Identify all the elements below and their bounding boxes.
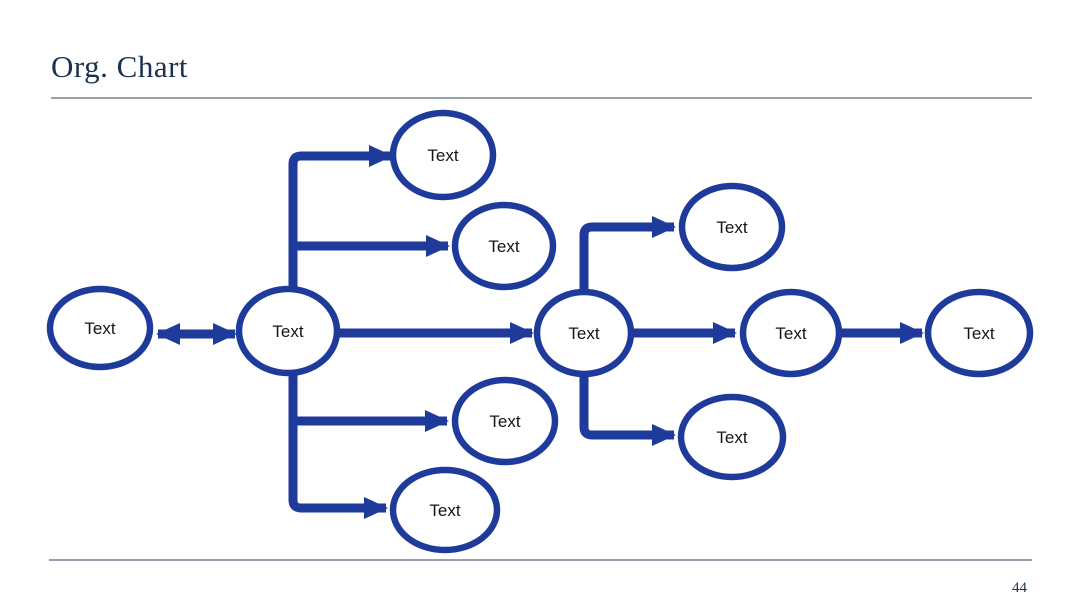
org-node-label: Text — [488, 237, 519, 256]
footer-divider-line — [49, 559, 1032, 561]
connector-hub2-right-up — [579, 216, 676, 296]
org-node-label: Text — [963, 324, 994, 343]
org-node-far-right: Text — [924, 288, 1034, 378]
org-node-label: Text — [716, 428, 747, 447]
org-node-label: Text — [489, 412, 520, 431]
org-node-shape — [677, 393, 787, 481]
org-node-hub2: Text — [533, 288, 635, 378]
org-node-shape — [389, 109, 497, 201]
connector-hub1-top — [288, 145, 393, 293]
page-number: 44 — [1012, 580, 1027, 596]
org-node-label: Text — [427, 146, 458, 165]
org-node-upper-mid: Text — [451, 201, 557, 291]
org-node-shape — [533, 288, 635, 378]
org-node-lower-mid: Text — [451, 376, 559, 466]
org-node-right-up: Text — [678, 182, 786, 272]
org-node-shape — [235, 285, 341, 377]
org-node-bottom: Text — [389, 466, 501, 554]
org-node-shape — [678, 182, 786, 272]
title-divider-line — [51, 97, 1032, 99]
org-node-label: Text — [716, 218, 747, 237]
page-title: Org. Chart — [51, 49, 189, 84]
connector-hub1-bottom — [288, 369, 388, 519]
org-node-label: Text — [272, 322, 303, 341]
org-node-shape — [451, 376, 559, 466]
org-node-label: Text — [568, 324, 599, 343]
connector-hub2-right-down — [579, 370, 676, 446]
org-node-shape — [389, 466, 501, 554]
org-node-right-down: Text — [677, 393, 787, 481]
org-node-shape — [451, 201, 557, 291]
org-node-shape — [924, 288, 1034, 378]
org-node-shape — [46, 285, 154, 371]
org-node-root: Text — [46, 285, 154, 371]
org-node-label: Text — [84, 319, 115, 338]
org-node-label: Text — [429, 501, 460, 520]
connectors — [156, 145, 924, 519]
org-node-hub1: Text — [235, 285, 341, 377]
org-node-label: Text — [775, 324, 806, 343]
org-node-shape — [739, 288, 843, 378]
org-node-mid-right: Text — [739, 288, 843, 378]
org-node-top: Text — [389, 109, 497, 201]
